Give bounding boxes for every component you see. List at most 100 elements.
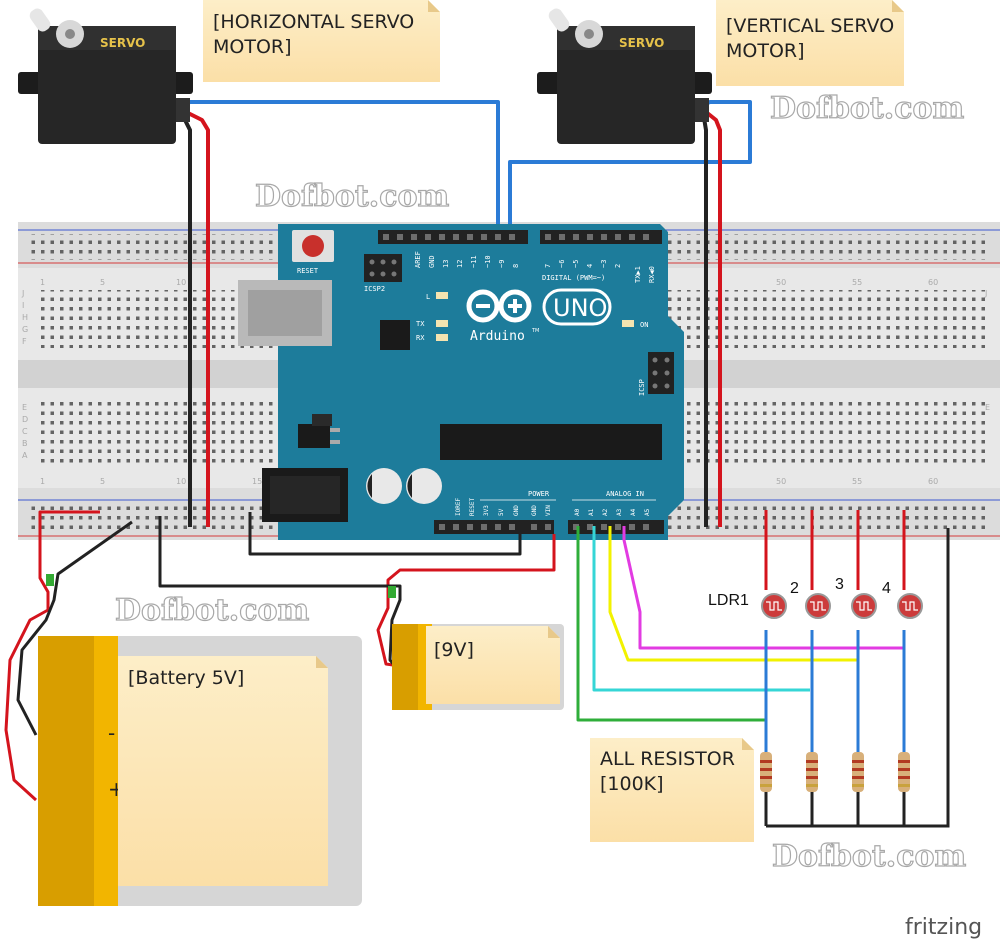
- led-on-label: ON: [640, 321, 648, 329]
- col-number: 50: [776, 278, 786, 287]
- note-horizontal-servo: [HORIZONTAL SERVO MOTOR]: [203, 0, 440, 82]
- pin-label: TX▶1: [634, 266, 642, 283]
- wire-end: [46, 574, 54, 586]
- row-letter: E: [985, 403, 990, 412]
- ldr-label: 4: [882, 580, 891, 597]
- col-number: 55: [852, 278, 862, 287]
- power-pin-label: GND: [513, 505, 520, 516]
- vertical-servo: SERVO: [537, 8, 712, 144]
- battery-5v: + - [Battery 5V]: [38, 636, 362, 906]
- pin-label: GND: [428, 255, 436, 268]
- row-letter: G: [22, 325, 28, 334]
- row-letter: F: [22, 337, 27, 346]
- digital-label: DIGITAL (PWM=~): [542, 274, 605, 282]
- col-number: 15: [252, 477, 262, 486]
- wire-end: [388, 586, 396, 598]
- note-vertical-servo: [VERTICAL SERVO MOTOR]: [716, 0, 904, 86]
- arduino-logo: UNO Arduino TM: [466, 288, 612, 344]
- note-line: MOTOR]: [726, 40, 805, 62]
- power-pin-label: 3V3: [483, 505, 490, 516]
- pin-label: 4: [586, 264, 594, 268]
- icsp-label: ICSP: [638, 379, 646, 396]
- power-label: POWER: [528, 490, 550, 498]
- led-rx-label: RX: [416, 334, 425, 342]
- note-resistor: ALL RESISTOR [100K]: [590, 738, 754, 842]
- led-l-label: L: [426, 293, 430, 301]
- uno-text: UNO: [553, 294, 607, 322]
- watermark: Dofbot.com: [770, 91, 964, 126]
- analog-pin-label: A3: [616, 508, 623, 516]
- battery-9v: [9V]: [392, 624, 564, 710]
- ldr-label: 3: [835, 576, 844, 593]
- arduino-uno: RESET ICSP2 AREF GND 13 12 ~11 ~10 ~9 8 …: [238, 224, 684, 540]
- analog-pin-label: A0: [574, 508, 581, 516]
- led-tx-label: TX: [416, 320, 425, 328]
- note-line: ALL RESISTOR: [600, 748, 735, 770]
- pin-label: ~11: [470, 255, 478, 268]
- col-number: 10: [176, 477, 186, 486]
- col-number: 55: [852, 477, 862, 486]
- power-pin-label: RESET: [469, 498, 476, 516]
- row-letter: C: [22, 427, 28, 436]
- row-letter: E: [22, 403, 27, 412]
- pin-label: AREF: [414, 251, 422, 268]
- pin-label: ~9: [498, 260, 506, 268]
- note-line: [100K]: [600, 773, 664, 795]
- pin-label: 13: [442, 260, 450, 268]
- servo-label: SERVO: [100, 36, 145, 50]
- pin-label: 8: [512, 264, 520, 268]
- col-number: 60: [928, 477, 938, 486]
- note-line: [VERTICAL SERVO: [726, 15, 894, 37]
- pin-label: ~10: [484, 255, 492, 268]
- analog-pin-label: A5: [644, 508, 651, 516]
- ldr-label: 2: [790, 580, 799, 597]
- col-number: 1: [40, 278, 45, 287]
- row-letter: H: [22, 313, 28, 322]
- resistors: [760, 752, 910, 792]
- analog-pin-label: A1: [588, 508, 595, 516]
- pin-label: ~6: [558, 260, 566, 268]
- analog-in-label: ANALOG IN: [606, 490, 644, 498]
- pin-label: ~5: [572, 260, 580, 268]
- battery-minus-sign: -: [108, 721, 115, 745]
- analog-pin-label: A2: [602, 508, 609, 516]
- arduino-text: Arduino: [470, 329, 525, 344]
- reset-label: RESET: [297, 267, 319, 275]
- battery-5v-label: [Battery 5V]: [128, 667, 244, 689]
- watermark: Dofbot.com: [772, 839, 966, 874]
- power-pin-label: VIN: [545, 505, 552, 516]
- col-number: 5: [100, 278, 105, 287]
- analog-wires: [576, 526, 904, 722]
- col-number: 50: [776, 477, 786, 486]
- row-letter: J: [21, 289, 24, 298]
- pin-label: ~3: [600, 260, 608, 268]
- analog-pin-label: A4: [630, 508, 637, 516]
- sensor-array: LDR1 2 3 4: [708, 510, 950, 828]
- ldr-label: LDR1: [708, 592, 749, 609]
- watermark: Dofbot.com: [255, 179, 449, 214]
- row-letter: A: [22, 451, 28, 460]
- col-number: 1: [40, 477, 45, 486]
- row-letter: B: [22, 439, 28, 448]
- tm-mark: TM: [531, 328, 539, 334]
- power-pin-label: 5V: [498, 508, 505, 516]
- watermark: Dofbot.com: [115, 593, 309, 628]
- fritzing-logo: fritzing: [905, 915, 982, 940]
- pin-label: 2: [614, 264, 622, 268]
- battery-9v-label: [9V]: [434, 639, 474, 661]
- note-line: [HORIZONTAL SERVO: [213, 11, 414, 33]
- row-letter: D: [22, 415, 28, 424]
- pin-label: 12: [456, 260, 464, 268]
- note-line: MOTOR]: [213, 36, 292, 58]
- col-number: 5: [100, 477, 105, 486]
- pin-label: RX◀0: [648, 266, 656, 283]
- col-number: 60: [928, 278, 938, 287]
- row-letter: J: [984, 289, 987, 298]
- row-letter: I: [22, 301, 24, 310]
- power-pin-label: IOREF: [455, 498, 462, 516]
- pin-label: 7: [544, 264, 552, 268]
- icsp2-label: ICSP2: [364, 285, 385, 293]
- servo-label: SERVO: [619, 36, 664, 50]
- col-number: 10: [176, 278, 186, 287]
